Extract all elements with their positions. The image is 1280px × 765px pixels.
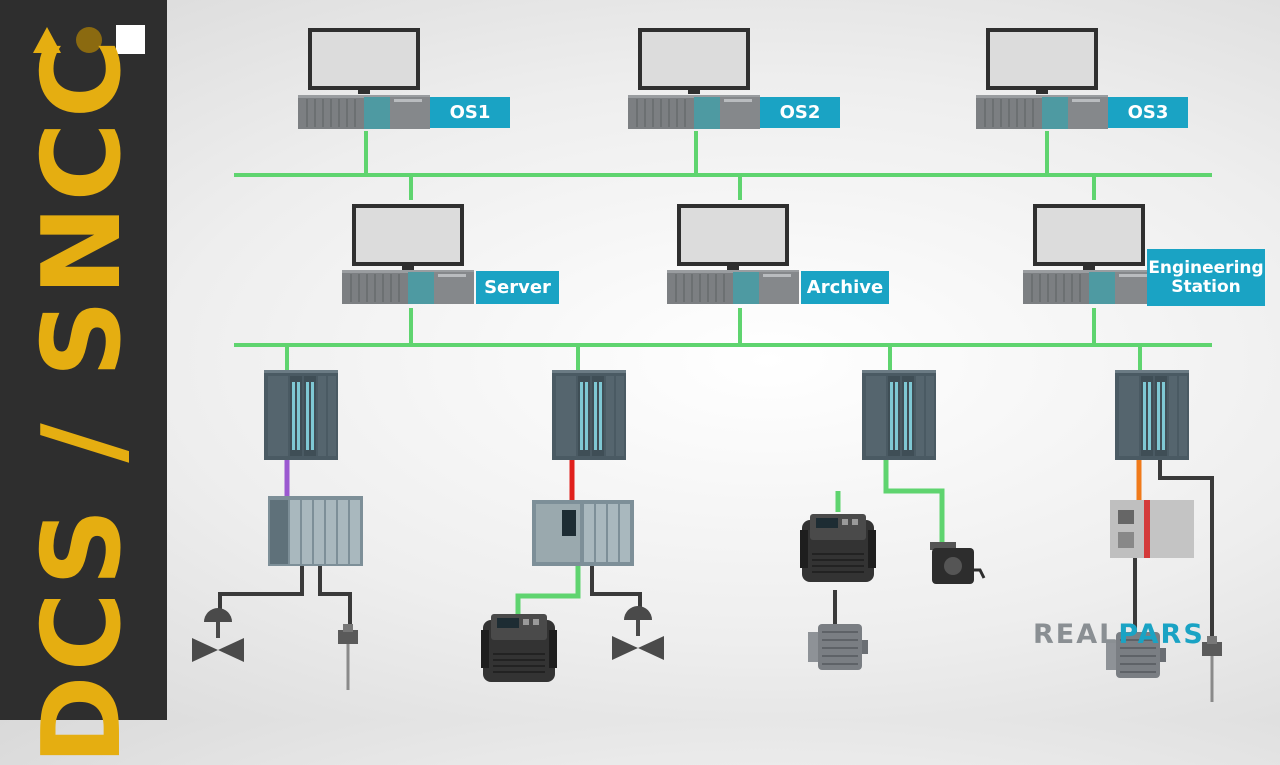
server-rack-icon [975, 94, 1109, 130]
circle-icon [76, 27, 102, 53]
network-drops [285, 131, 1142, 372]
server-rack-icon [341, 269, 475, 305]
server-rack-icon [297, 94, 431, 130]
network-diagram [192, 28, 1222, 702]
fieldbus-link-green-drive2 [515, 566, 581, 620]
io-module-icon [532, 500, 634, 566]
controller-icon [264, 370, 338, 460]
server-rack-icon [1022, 269, 1156, 305]
label-engineering-station: Engineering Station [1147, 249, 1265, 306]
triangle-icon [33, 27, 61, 53]
label-server: Server [476, 271, 559, 304]
controller-icon [1115, 370, 1189, 460]
monitor-icon [638, 28, 750, 94]
square-icon [116, 25, 145, 54]
brand-part1: REAL [1033, 619, 1119, 650]
label-engineering-line1: Engineering [1148, 257, 1264, 278]
monitor-icon [352, 204, 464, 270]
sensor-icon [1202, 636, 1222, 702]
label-os1: OS1 [430, 97, 510, 128]
valve-icon [192, 608, 244, 662]
monitor-icon [677, 204, 789, 270]
sidebar: DCS / SNCC [0, 0, 167, 765]
label-engineering-line2: Station [1171, 276, 1241, 297]
valve-icon [612, 606, 664, 660]
motor-icon [807, 623, 869, 671]
server-rack-icon [666, 269, 800, 305]
brand-watermark: REALPARS [1033, 619, 1205, 650]
logo-shapes [33, 25, 145, 54]
field-cables [218, 460, 1214, 644]
controller-icon [552, 370, 626, 460]
brand-part2: PARS [1118, 619, 1205, 650]
server-rack-icon [627, 94, 761, 130]
label-archive: Archive [801, 271, 889, 304]
drive-icon [480, 613, 558, 683]
encoder-icon [930, 542, 986, 584]
sensor-icon [338, 624, 358, 690]
label-os2: OS2 [760, 97, 840, 128]
drive-icon [799, 513, 877, 583]
fieldbus-link-green [883, 460, 945, 545]
io-module-icon [268, 496, 363, 566]
controller-icon [862, 370, 936, 460]
label-os3: OS3 [1108, 97, 1188, 128]
monitor-icon [986, 28, 1098, 94]
monitor-icon [1033, 204, 1145, 270]
monitor-icon [308, 28, 420, 94]
io-module-icon [1110, 500, 1194, 558]
